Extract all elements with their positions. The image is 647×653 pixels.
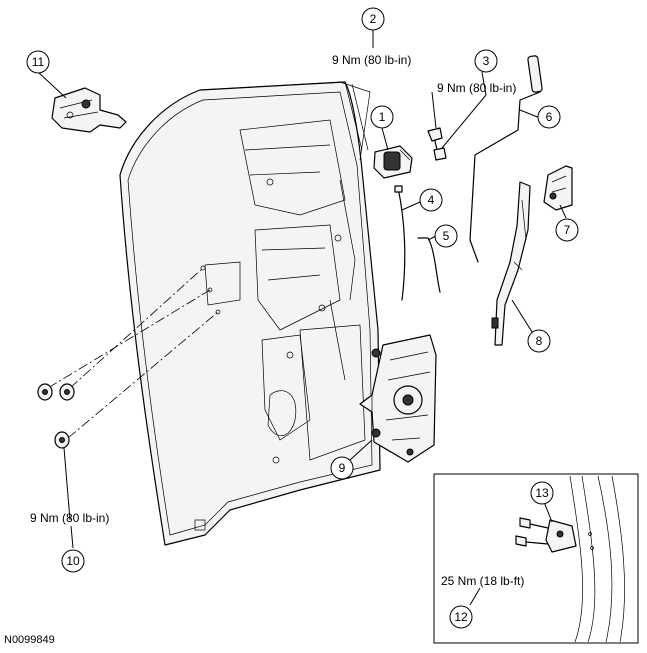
svg-text:13: 13: [535, 486, 549, 500]
leader-lines: [37, 30, 567, 606]
torque-label-item-3: 9 Nm (80 lb-in): [437, 81, 516, 95]
callout-1: 1: [370, 105, 394, 129]
part-10-bolts: [37, 383, 75, 449]
svg-text:10: 10: [66, 554, 80, 568]
callout-5: 5: [434, 224, 458, 248]
part-9-door-latch: [359, 334, 437, 463]
part-2-bolt: [427, 127, 443, 151]
callout-10: 10: [61, 549, 85, 573]
svg-text:12: 12: [454, 610, 468, 624]
callout-9: 9: [330, 456, 354, 480]
part-8-release-cable: [491, 181, 531, 346]
part-7-interior-handle: [543, 165, 573, 211]
svg-text:5: 5: [443, 229, 450, 243]
figure-id: N0099849: [4, 634, 55, 646]
svg-text:1: 1: [379, 110, 386, 124]
svg-text:6: 6: [546, 110, 553, 124]
svg-text:2: 2: [370, 12, 377, 26]
part-4-rod: [394, 185, 406, 301]
callout-8: 8: [527, 329, 551, 353]
bolt-axis-lines: [47, 267, 219, 439]
svg-text:11: 11: [32, 55, 45, 69]
svg-text:7: 7: [564, 223, 571, 237]
svg-text:9: 9: [339, 461, 346, 475]
callout-2: 2: [361, 7, 385, 31]
svg-text:8: 8: [536, 334, 543, 348]
callout-12: 12: [449, 605, 473, 629]
part-3-bolt: [433, 147, 447, 161]
part-11-handle-bracket: [51, 87, 127, 133]
callout-4: 4: [419, 188, 443, 212]
torque-label-item-2: 9 Nm (80 lb-in): [332, 53, 411, 67]
part-6-rod: [469, 55, 543, 263]
callout-7: 7: [555, 218, 579, 242]
callout-11: 11: [26, 50, 50, 74]
callout-6: 6: [537, 105, 561, 129]
part-5-rod: [417, 237, 441, 293]
torque-label-item-12: 25 Nm (18 lb-ft): [441, 574, 524, 588]
torque-label-item-10: 9 Nm (80 lb-in): [30, 511, 109, 525]
part-1-lock-cylinder: [373, 145, 413, 179]
svg-text:4: 4: [428, 193, 435, 207]
callout-13: 13: [530, 481, 554, 505]
svg-text:3: 3: [483, 54, 490, 68]
callout-3: 3: [474, 49, 498, 73]
